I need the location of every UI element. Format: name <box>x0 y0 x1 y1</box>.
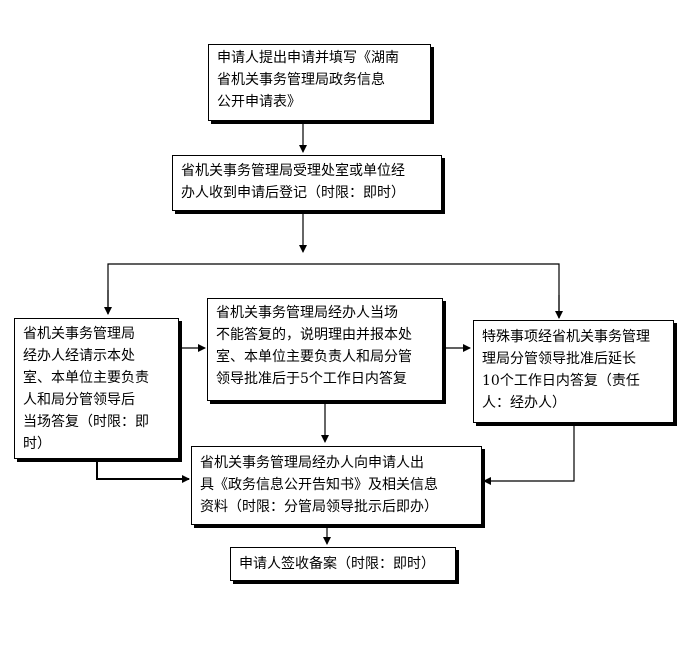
left-reply-box: 省机关事务管理局 经办人经请示本处 室、本单位主要负责 人和局分管领导后 当场答… <box>14 318 179 459</box>
left-line: 经办人经请示本处 <box>23 348 135 364</box>
step5-signoff-box: 申请人签收备案（时限：即时） <box>230 547 456 581</box>
line-left-to-step4 <box>96 459 190 483</box>
middle-line: 不能答复的，说明理由并报本处 <box>216 327 412 343</box>
step2-register-box: 省机关事务管理局受理处室或单位经 办人收到申请后登记（时限：即时） <box>172 155 442 211</box>
right-line: 10个工作日内答复（责任 <box>482 373 640 389</box>
step2-line: 办人收到申请后登记（时限：即时） <box>181 185 405 201</box>
right-line: 特殊事项经省机关事务管理 <box>482 329 650 345</box>
step1-line: 申请人提出申请并填写《湖南 <box>217 50 399 66</box>
left-line: 人和局分管领导后 <box>23 392 135 408</box>
step4-notice-box: 省机关事务管理局经办人向申请人出 具《政务信息公开告知书》及相关信息 资料（时限… <box>191 446 482 525</box>
middle-line: 室、本单位主要负责人和局分管 <box>216 349 412 365</box>
step1-line: 公开申请表》 <box>217 94 301 110</box>
step4-line: 省机关事务管理局经办人向申请人出 <box>200 455 424 471</box>
step4-line: 资料（时限：分管局领导批示后即办） <box>200 499 438 515</box>
middle-line: 领导批准后于5个工作日内答复 <box>216 371 407 387</box>
left-line: 时） <box>23 436 51 452</box>
step5-line: 申请人签收备案（时限：即时） <box>239 556 435 572</box>
right-line: 人：经办人） <box>482 395 566 411</box>
left-line: 当场答复（时限：即 <box>23 414 149 430</box>
middle-line: 省机关事务管理局经办人当场 <box>216 305 398 321</box>
step1-line: 省机关事务管理局政务信息 <box>217 72 385 88</box>
left-line: 省机关事务管理局 <box>23 326 135 342</box>
right-line: 理局分管领导批准后延长 <box>482 351 636 367</box>
left-line: 室、本单位主要负责 <box>23 370 149 386</box>
right-extension-box: 特殊事项经省机关事务管理 理局分管领导批准后延长 10个工作日内答复（责任 人：… <box>473 320 674 423</box>
middle-reply-box: 省机关事务管理局经办人当场 不能答复的，说明理由并报本处 室、本单位主要负责人和… <box>207 298 443 401</box>
step1-application-box: 申请人提出申请并填写《湖南 省机关事务管理局政务信息 公开申请表》 <box>208 44 431 121</box>
step2-line: 省机关事务管理局受理处室或单位经 <box>181 163 405 179</box>
step4-line: 具《政务信息公开告知书》及相关信息 <box>200 477 438 493</box>
line-right-to-step4 <box>483 424 575 485</box>
branch-line <box>107 263 560 318</box>
